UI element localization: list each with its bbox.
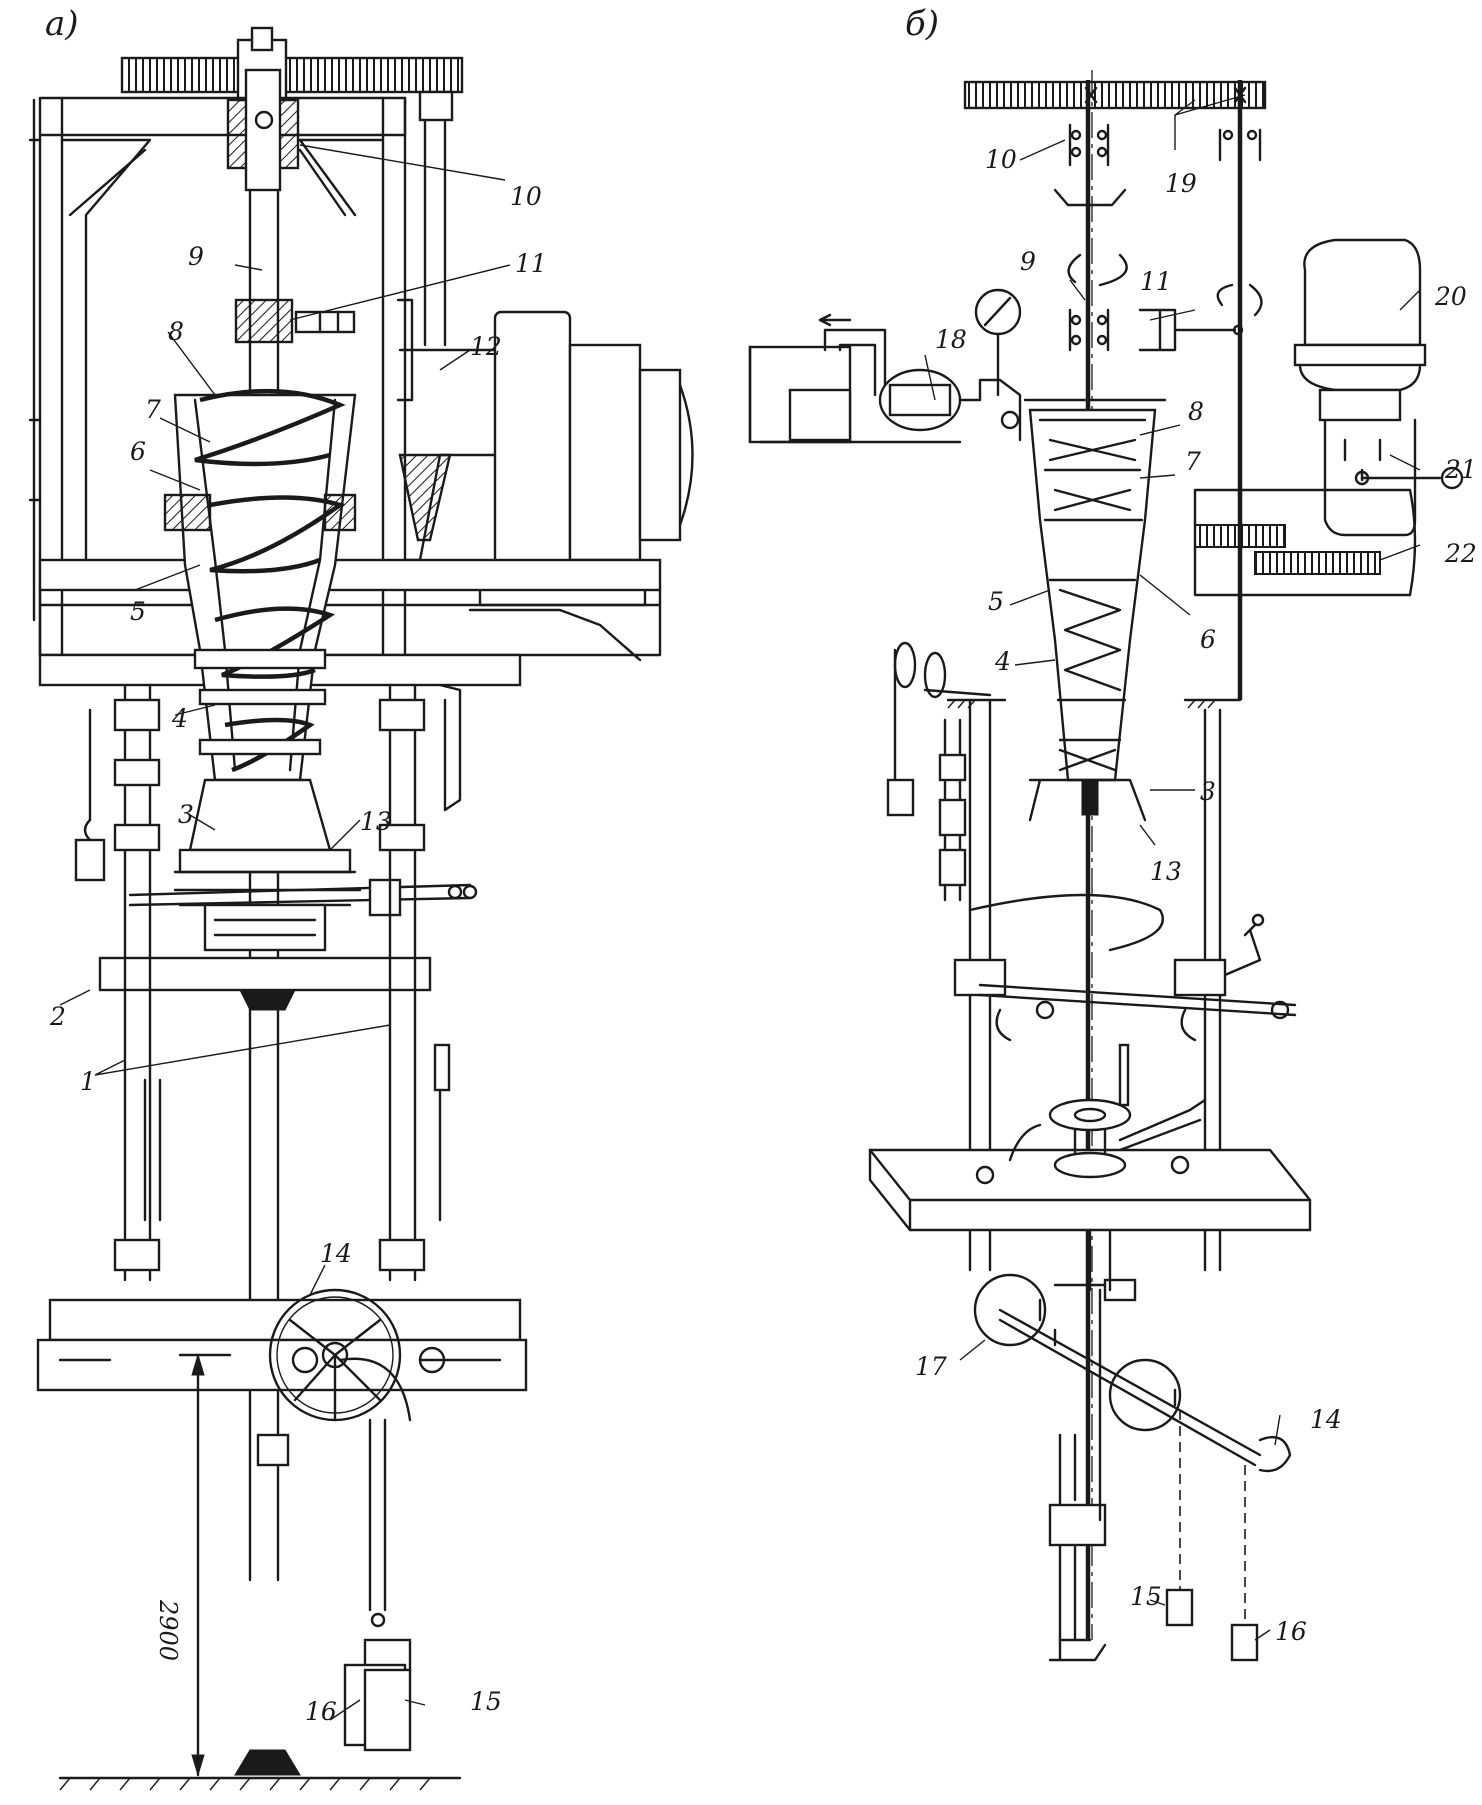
label-b-14: 14 [1310,1405,1342,1434]
label-b-22: 22 [1444,539,1477,568]
label-a-1: 1 [80,1067,96,1096]
label-a-9: 9 [188,242,204,271]
panel-label-b: б) [905,4,939,44]
label-a-15: 15 [470,1687,502,1716]
label-b-5: 5 [988,587,1004,616]
label-b-15: 15 [1130,1582,1162,1611]
label-a-11: 11 [515,249,547,278]
panel-b-labels: б) 10 19 9 11 20 18 8 7 21 22 5 6 4 3 13… [905,4,1477,1646]
label-a-12: 12 [470,332,502,361]
label-a-13: 13 [360,807,392,836]
label-a-14: 14 [320,1239,352,1268]
label-b-10: 10 [985,145,1017,174]
label-a-3: 3 [178,800,194,829]
panel-a-drawing [28,26,694,1791]
label-b-13: 13 [1150,857,1182,886]
label-b-18: 18 [935,325,967,354]
panel-a-labels: а) 10 9 11 8 7 12 6 5 4 3 13 2 1 14 16 1… [45,4,547,1726]
label-a-8: 8 [168,317,184,346]
label-a-7: 7 [145,395,161,424]
label-b-3: 3 [1200,777,1216,806]
label-a-16: 16 [305,1697,337,1726]
label-a-4: 4 [171,704,188,733]
label-a-5: 5 [130,597,146,626]
label-b-11: 11 [1140,267,1172,296]
label-b-16: 16 [1275,1617,1307,1646]
label-b-4: 4 [994,647,1011,676]
label-b-19: 19 [1165,169,1197,198]
label-b-8: 8 [1188,397,1204,426]
panel-b-drawing [748,70,1464,1662]
label-b-6: 6 [1200,625,1216,654]
dimension-label: 2900 [154,1599,182,1661]
label-a-10: 10 [510,182,542,211]
label-b-17: 17 [915,1352,947,1381]
label-a-2: 2 [49,1002,66,1031]
label-b-9: 9 [1020,247,1036,276]
panel-label-a: а) [45,4,79,44]
label-b-20: 20 [1434,282,1467,311]
label-b-21: 21 [1444,455,1477,484]
label-b-7: 7 [1185,447,1201,476]
label-a-6: 6 [130,437,146,466]
